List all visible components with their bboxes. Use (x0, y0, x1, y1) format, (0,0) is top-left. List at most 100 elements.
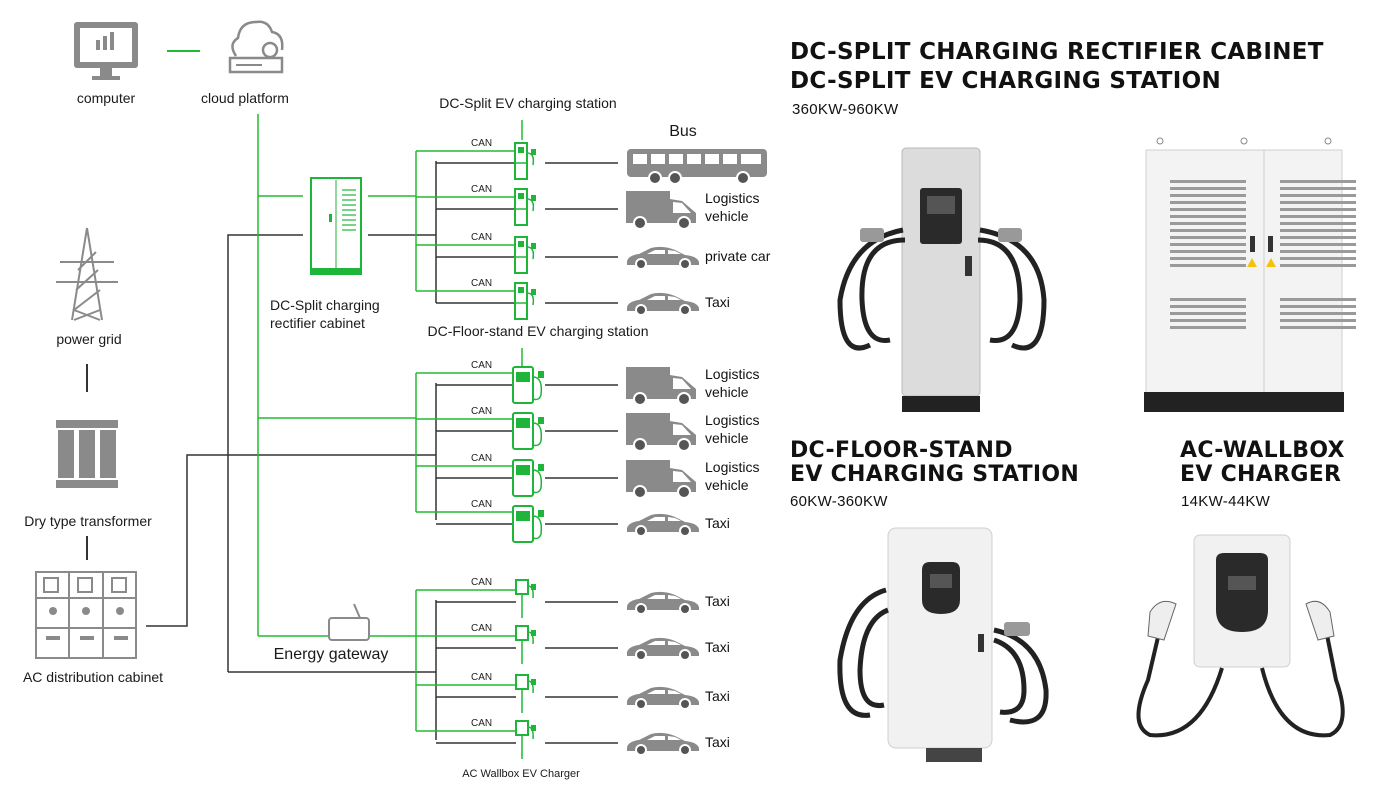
vent-slot (1280, 298, 1356, 301)
can-label: CAN (471, 453, 493, 464)
vent-slot (1280, 222, 1356, 225)
vent-slot (1280, 215, 1356, 218)
can-label: CAN (471, 406, 493, 417)
vehicle-label: Taxi (705, 294, 730, 310)
rectifier-cabinet-icon (310, 177, 362, 275)
vent-slot (1280, 229, 1356, 232)
vent-slot (1170, 257, 1246, 260)
can-label: CAN (471, 360, 493, 371)
vent-slot (1280, 312, 1356, 315)
car-icon (626, 636, 700, 661)
charger-terminal-icon (514, 142, 537, 180)
ac-wallbox-title: AC Wallbox EV Charger (462, 768, 580, 780)
power-grid-icon (56, 227, 118, 321)
charger-terminal-icon (512, 412, 545, 450)
charger-terminal-icon (515, 625, 537, 665)
vehicle-label: Taxi (705, 734, 730, 750)
energy-gateway-label: Energy gateway (273, 646, 389, 663)
dc-split-station-image (837, 147, 1047, 412)
car-icon (626, 245, 700, 270)
can-label: CAN (471, 672, 493, 683)
car-icon (626, 731, 700, 756)
computer-icon (74, 22, 138, 80)
vent-slot (1280, 236, 1356, 239)
cloud-platform-icon (228, 20, 284, 74)
charger-terminal-icon (515, 720, 537, 760)
can-label: CAN (471, 623, 493, 634)
dc-floor-station-title: DC-Floor-stand EV charging station (427, 323, 649, 339)
vent-slot (1280, 194, 1356, 197)
vehicle-label: Logistics vehicle (705, 366, 760, 400)
vent-slot (1170, 201, 1246, 204)
energy-gateway-icon (328, 603, 370, 641)
vent-slot (1170, 208, 1246, 211)
vehicle-label: Taxi (705, 639, 730, 655)
car-icon (626, 590, 700, 615)
vent-slot (1280, 243, 1356, 246)
vent-slot (1280, 264, 1356, 267)
charger-terminal-icon (514, 282, 537, 320)
vehicle-label: Logistics vehicle (705, 459, 760, 493)
vent-slot (1170, 312, 1246, 315)
car-icon (626, 685, 700, 710)
charger-terminal-icon (512, 459, 545, 497)
vent-slot (1280, 180, 1356, 183)
can-label: CAN (471, 577, 493, 588)
transformer-icon (56, 420, 118, 488)
vehicle-label: Logistics vehicle (705, 190, 760, 224)
vent-slot (1280, 201, 1356, 204)
car-icon (626, 291, 700, 316)
bus-icon (626, 148, 768, 185)
dry-transformer-label: Dry type transformer (24, 513, 152, 529)
bus-label: Bus (669, 123, 697, 140)
vehicle-label: Taxi (705, 515, 730, 531)
vent-slot (1170, 229, 1246, 232)
vent-slot (1280, 305, 1356, 308)
vent-slot (1280, 187, 1356, 190)
ac-wallbox-heading-1: AC-WALLBOX (1180, 438, 1345, 463)
computer-label: computer (76, 90, 136, 106)
vent-slot (1170, 264, 1246, 267)
vent-slot (1170, 236, 1246, 239)
vent-slot (1170, 215, 1246, 218)
vehicle-label: Logistics vehicle (705, 412, 760, 446)
van-icon (625, 366, 697, 406)
rectifier-cabinet-label: DC-Split charging rectifier cabinet (270, 297, 380, 331)
dc-floor-heading-1: DC-FLOOR-STAND (790, 438, 1013, 463)
can-label: CAN (471, 232, 493, 243)
vent-slot (1170, 250, 1246, 253)
vent-slot (1170, 319, 1246, 322)
ac-wallbox-range: 14KW-44KW (1181, 493, 1271, 510)
power-grid-label: power grid (56, 331, 122, 347)
vent-slot (1170, 326, 1246, 329)
charger-terminal-icon (512, 366, 545, 404)
can-label: CAN (471, 499, 493, 510)
charger-terminal-icon (515, 674, 537, 714)
dc-floor-station-image (837, 527, 1049, 762)
ac-wallbox-heading-2: EV CHARGER (1180, 462, 1342, 487)
charger-terminal-icon (514, 188, 537, 226)
vent-slot (1280, 257, 1356, 260)
ac-cabinet-label: AC distribution cabinet (22, 669, 164, 685)
vent-slot (1280, 319, 1356, 322)
ac-cabinet-icon (35, 571, 137, 659)
can-label: CAN (471, 184, 493, 195)
can-label: CAN (471, 138, 493, 149)
vent-slot (1170, 243, 1246, 246)
vent-slot (1170, 180, 1246, 183)
vent-slot (1280, 326, 1356, 329)
ac-wallbox-image (1136, 534, 1345, 738)
van-icon (625, 459, 697, 499)
vent-slot (1170, 187, 1246, 190)
vent-slot (1170, 305, 1246, 308)
can-label: CAN (471, 278, 493, 289)
charger-terminal-icon (515, 579, 537, 619)
van-icon (625, 190, 697, 230)
dc-split-station-title: DC-Split EV charging station (439, 95, 617, 111)
cloud-platform-label: cloud platform (201, 90, 289, 106)
dc-split-heading-1: DC-SPLIT CHARGING RECTIFIER CABINET (790, 39, 1324, 65)
rectifier-cabinet-image (1144, 137, 1356, 412)
dc-split-heading-2: DC-SPLIT EV CHARGING STATION (790, 68, 1222, 94)
vehicle-label: Taxi (705, 688, 730, 704)
